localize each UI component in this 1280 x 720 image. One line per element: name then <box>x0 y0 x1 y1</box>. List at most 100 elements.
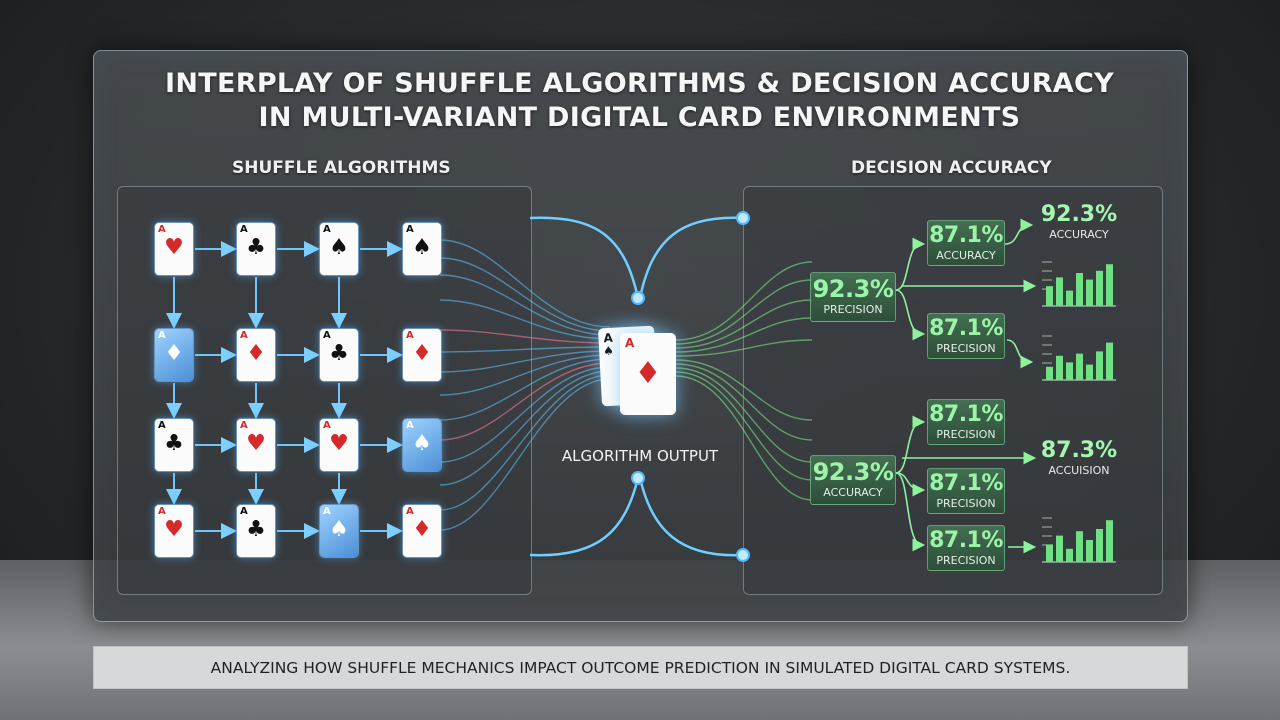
stream-line <box>439 346 611 353</box>
stream-line <box>439 358 611 421</box>
stream-line <box>675 261 813 341</box>
card-rank: A <box>323 420 331 431</box>
card-suit: ♦ <box>412 517 432 542</box>
playing-card: A♥ <box>237 419 275 471</box>
playing-card: A♦ <box>403 329 441 381</box>
card-rank: A <box>158 420 166 431</box>
stream-line <box>675 375 813 501</box>
card-suit: ♠ <box>412 235 432 260</box>
mini-chart-bar <box>1096 351 1103 380</box>
stream-line <box>675 317 813 353</box>
mini-chart-bar <box>1066 290 1073 306</box>
playing-card: A♣ <box>237 223 275 275</box>
playing-card: A♥ <box>320 419 358 471</box>
card-suit: ♦ <box>246 341 266 366</box>
output-card-back-rank: A <box>603 330 614 346</box>
card-rank: A <box>158 330 166 341</box>
metric-top-a: 87.1% ACCURACY <box>927 220 1005 266</box>
stream-line <box>675 359 813 421</box>
metric-top-a-value: 87.1% <box>929 223 1003 248</box>
metric-top-result-value: 92.3% <box>1040 202 1118 227</box>
mini-chart-bar <box>1066 548 1073 562</box>
card-rank: A <box>158 506 166 517</box>
card-suit: ♦ <box>164 341 184 366</box>
card-rank: A <box>406 506 414 517</box>
card-suit: ♥ <box>329 431 349 456</box>
metric-bot-result: 87.3% ACCUISION <box>1034 438 1124 477</box>
card-rank: A <box>240 224 248 235</box>
mini-chart-bar <box>1056 535 1063 562</box>
stream-line <box>439 350 611 373</box>
decision-stream-lines <box>675 261 813 501</box>
playing-card: A♥ <box>155 505 193 557</box>
metric-top-result: 92.3% ACCURACY <box>1034 202 1124 241</box>
stream-line <box>675 339 813 357</box>
metric-root-top-label: PRECISION <box>823 303 883 316</box>
mini-bar-chart-1 <box>1042 261 1116 307</box>
mini-chart-bar <box>1076 531 1083 562</box>
mini-chart-bar <box>1106 342 1113 380</box>
card-rank: A <box>240 330 248 341</box>
stream-line <box>439 274 611 336</box>
card-suit: ♣ <box>164 431 184 456</box>
metric-top-result-label: ACCURACY <box>1049 228 1109 241</box>
caption-bar: ANALYZING HOW SHUFFLE MECHANICS IMPACT O… <box>93 646 1188 689</box>
output-card-front-suit: ♦ <box>634 356 662 391</box>
metric-bot-a-label: PRECISION <box>936 428 996 441</box>
mini-bar-chart-3 <box>1042 517 1116 563</box>
stream-line <box>439 378 611 531</box>
stream-line <box>439 362 611 441</box>
stream-line <box>675 371 813 481</box>
playing-card: A♦ <box>155 329 193 381</box>
output-card-front-rank: A <box>625 336 635 350</box>
metric-root-bottom-value: 92.3% <box>812 458 894 486</box>
mini-chart-bar <box>1086 540 1093 562</box>
playing-card: A♠ <box>320 223 358 275</box>
card-rank: A <box>406 420 414 431</box>
stream-line <box>439 370 611 486</box>
mini-chart-bar <box>1066 362 1073 380</box>
card-rank: A <box>240 506 248 517</box>
center-connectors <box>529 211 750 562</box>
caption-text: ANALYZING HOW SHUFFLE MECHANICS IMPACT O… <box>210 658 1071 677</box>
metric-top-b-value: 87.1% <box>929 316 1003 341</box>
stream-line <box>439 299 611 340</box>
stream-line <box>439 329 611 344</box>
metric-bot-b-value: 87.1% <box>929 471 1003 496</box>
card-rank: A <box>323 330 331 341</box>
title-line-2: IN MULTI-VARIANT DIGITAL CARD ENVIRONMEN… <box>258 102 1021 133</box>
algorithm-output-label: ALGORITHM OUTPUT <box>561 447 719 465</box>
metric-top-a-label: ACCURACY <box>936 249 996 262</box>
card-rank: A <box>323 224 331 235</box>
stream-line <box>439 366 611 463</box>
mini-chart-bar <box>1046 286 1053 306</box>
mini-chart-bar <box>1106 520 1113 562</box>
metric-bot-a-value: 87.1% <box>929 402 1003 427</box>
card-suit: ♣ <box>329 341 349 366</box>
output-card-front: A ♦ <box>620 333 676 415</box>
grid-arrows <box>166 241 403 539</box>
metric-bot-b-label: PRECISION <box>936 497 996 510</box>
output-card-back-suit: ♠ <box>602 343 615 359</box>
card-rank: A <box>406 330 414 341</box>
title-line-1: INTERPLAY OF SHUFFLE ALGORITHMS & DECISI… <box>165 68 1114 99</box>
playing-card: A♥ <box>155 223 193 275</box>
card-rank: A <box>406 224 414 235</box>
metric-bot-a: 87.1% PRECISION <box>927 399 1005 445</box>
card-suit: ♣ <box>246 235 266 260</box>
metric-bot-c-value: 87.1% <box>929 528 1003 553</box>
metric-top-b-label: PRECISION <box>936 342 996 355</box>
metric-root-top-value: 92.3% <box>812 275 894 303</box>
card-suit: ♠ <box>412 431 432 456</box>
playing-card: A♠ <box>403 419 441 471</box>
stream-line <box>439 374 611 511</box>
card-suit: ♥ <box>164 517 184 542</box>
card-suit: ♦ <box>412 341 432 366</box>
playing-card: A♣ <box>320 329 358 381</box>
mini-chart-bar <box>1096 270 1103 306</box>
metric-bot-result-label: ACCUISION <box>1048 464 1110 477</box>
mini-chart-bar <box>1056 355 1063 380</box>
playing-card: A♦ <box>237 329 275 381</box>
stream-line <box>675 299 813 349</box>
